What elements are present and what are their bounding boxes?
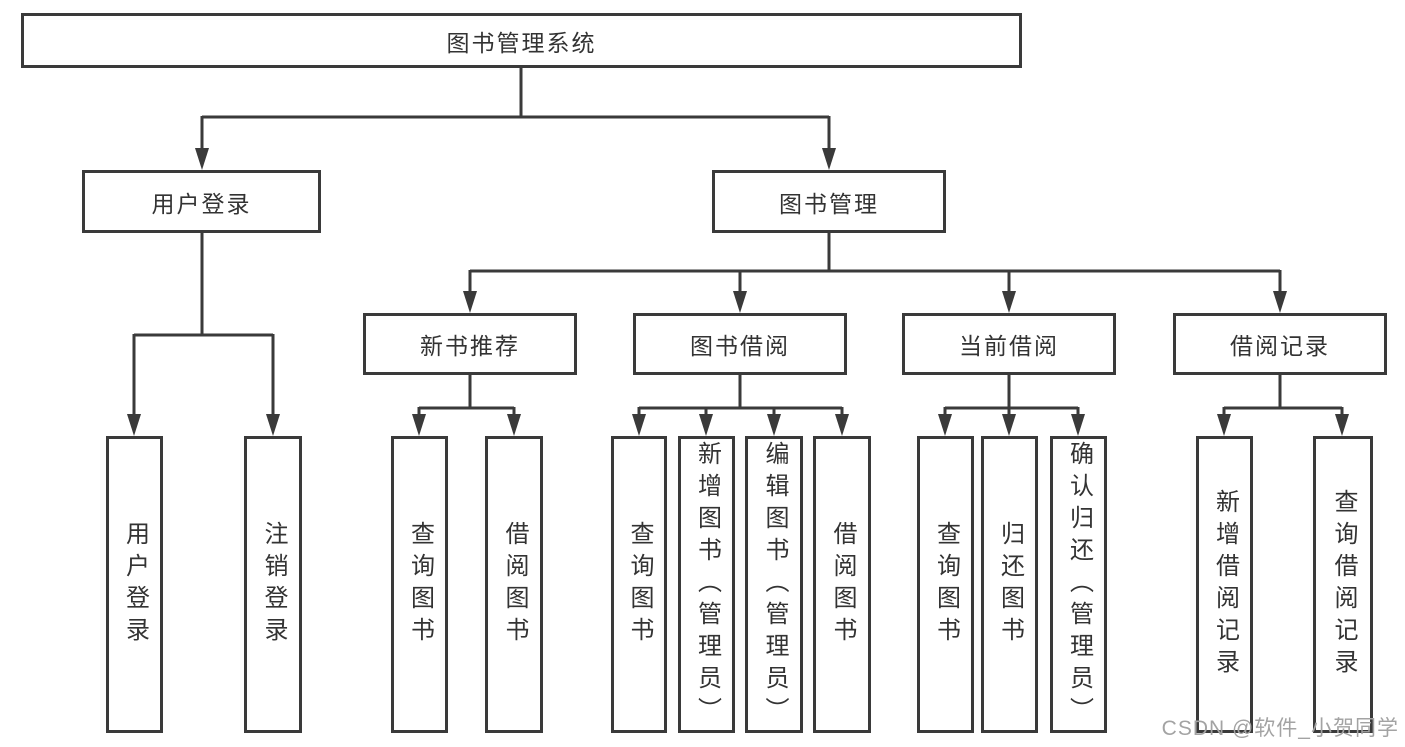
leaf-query-books-current: 查询图书 xyxy=(917,436,974,733)
leaf-label: 查询借阅记录 xyxy=(1330,488,1357,681)
node-library-management-system: 图书管理系统 xyxy=(21,13,1022,68)
node-book-management: 图书管理 xyxy=(712,170,946,233)
leaf-label: 编辑图书（管理员） xyxy=(761,440,788,729)
leaf-add-books-admin: 新增图书（管理员） xyxy=(678,436,735,733)
leaf-user-login: 用户登录 xyxy=(106,436,163,733)
connector-new-book-recommend-to-leaves xyxy=(412,375,521,436)
leaf-borrow-books: 借阅图书 xyxy=(813,436,871,733)
node-label: 当前借阅 xyxy=(959,333,1059,359)
node-label: 图书管理系统 xyxy=(446,29,597,56)
connector-current-borrow-to-leaves xyxy=(938,375,1085,436)
leaf-label: 新增借阅记录 xyxy=(1211,488,1239,681)
leaf-edit-books-admin: 编辑图书（管理员） xyxy=(745,436,803,733)
leaf-label: 查询图书 xyxy=(626,520,653,649)
leaf-label: 查询图书 xyxy=(406,520,434,649)
leaf-return-books: 归还图书 xyxy=(981,436,1038,733)
csdn-watermark: CSDN @软件_小贺同学 xyxy=(1161,717,1399,740)
leaf-label: 用户登录 xyxy=(121,520,149,649)
node-borrow-records: 借阅记录 xyxy=(1173,313,1387,375)
leaf-query-books-recommend: 查询图书 xyxy=(391,436,448,733)
node-label: 图书管理 xyxy=(779,190,879,217)
node-current-borrow: 当前借阅 xyxy=(902,313,1116,375)
leaf-query-books-borrow: 查询图书 xyxy=(611,436,667,733)
leaf-add-borrow-record: 新增借阅记录 xyxy=(1196,436,1253,733)
node-label: 用户登录 xyxy=(151,190,252,217)
leaf-label: 注销登录 xyxy=(260,520,287,649)
connector-book-borrow-to-leaves xyxy=(632,375,849,436)
leaf-label: 新增图书（管理员） xyxy=(693,440,721,729)
leaf-label: 归还图书 xyxy=(996,520,1024,649)
connector-user-login-to-leaves xyxy=(127,233,280,436)
leaf-label: 借阅图书 xyxy=(501,520,528,649)
node-book-borrow: 图书借阅 xyxy=(633,313,847,375)
leaf-borrow-books-recommend: 借阅图书 xyxy=(485,436,543,733)
connector-root-to-level2 xyxy=(195,68,836,170)
node-label: 借阅记录 xyxy=(1230,333,1330,359)
leaf-confirm-return-admin: 确认归还（管理员） xyxy=(1050,436,1107,733)
leaf-logout-login: 注销登录 xyxy=(244,436,302,733)
connector-borrow-records-to-leaves xyxy=(1217,375,1349,436)
connector-book-management-to-level3 xyxy=(463,233,1287,313)
node-label: 图书借阅 xyxy=(690,333,790,359)
node-label: 新书推荐 xyxy=(420,333,520,359)
node-new-book-recommend: 新书推荐 xyxy=(363,313,577,375)
leaf-label: 借阅图书 xyxy=(829,520,856,649)
node-user-login: 用户登录 xyxy=(82,170,321,233)
leaf-query-borrow-record: 查询借阅记录 xyxy=(1313,436,1373,733)
leaf-label: 确认归还（管理员） xyxy=(1065,440,1093,729)
leaf-label: 查询图书 xyxy=(932,520,960,649)
